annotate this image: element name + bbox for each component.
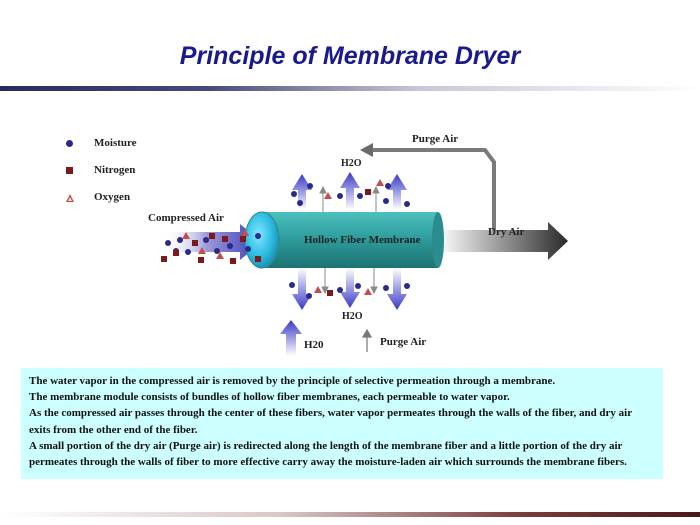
- membrane-cylinder-rim: [432, 212, 444, 268]
- permeate-molecules-top: [291, 179, 410, 207]
- description-line: The membrane module consists of bundles …: [29, 391, 510, 404]
- purge-air-arrowhead: [360, 143, 373, 157]
- page-title: Principle of Membrane Dryer: [179, 42, 521, 70]
- permeate-down-arrow: [340, 268, 360, 308]
- description-box: The water vapor in the compressed air is…: [21, 368, 663, 479]
- description-line: As the compressed air passes through the…: [29, 407, 632, 436]
- purge-air-return-line: [372, 148, 496, 230]
- membrane-cylinder-body: [262, 212, 438, 268]
- purge-air-bottom-label: Purge Air: [380, 336, 427, 348]
- purge-flow-arrow: [319, 185, 380, 295]
- legend-label-nitrogen: Nitrogen: [94, 164, 136, 176]
- permeate-molecules-bottom: [289, 282, 410, 299]
- purge-air-top-label: Purge Air: [412, 133, 459, 145]
- inlet-molecules: [161, 229, 261, 264]
- title-divider: [0, 86, 700, 91]
- purge-air-small-arrow: [361, 328, 373, 352]
- permeate-up-arrow: [340, 172, 360, 210]
- permeate-down-arrow: [387, 268, 407, 310]
- legend-label-oxygen: Oxygen: [94, 191, 131, 203]
- permeate-up-arrow: [292, 174, 312, 210]
- h2o-bottom-label: H20: [304, 339, 324, 351]
- h2o-top-label: H2O: [341, 158, 362, 169]
- dry-air-label: Dry Air: [488, 226, 525, 238]
- footer-divider: [0, 512, 700, 517]
- membrane-cylinder-end: [244, 211, 280, 269]
- membrane-label: Hollow Fiber Membrane: [304, 234, 421, 246]
- oxygen-marker-icon: [66, 194, 74, 202]
- legend-label-moisture: Moisture: [94, 137, 137, 149]
- description-line: A small portion of the dry air (Purge ai…: [29, 439, 627, 469]
- permeate-down-arrow: [292, 268, 312, 310]
- compressed-air-label: Compressed Air: [148, 212, 224, 224]
- description-line: The water vapor in the compressed air is…: [29, 375, 556, 387]
- nitrogen-marker-icon: [66, 167, 73, 174]
- permeate-up-arrow: [387, 174, 407, 210]
- h2o-middle-label: H2O: [342, 311, 363, 322]
- moisture-marker-icon: [66, 140, 73, 147]
- h2o-inlet-arrow: [280, 320, 302, 356]
- dry-air-arrow: [438, 222, 568, 260]
